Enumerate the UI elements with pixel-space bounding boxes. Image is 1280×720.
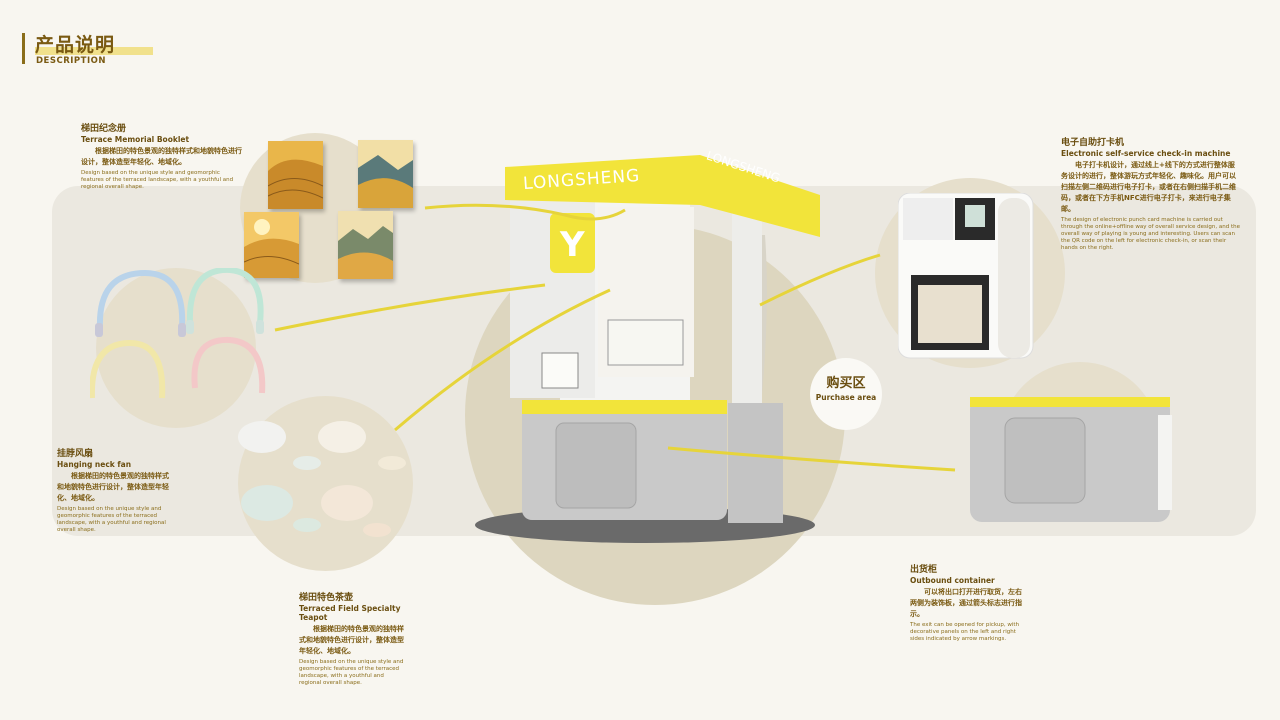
kiosk-illustration [475, 155, 820, 543]
teapot-title-en: Terraced Field Specialty Teapot [299, 604, 401, 622]
outbound-description: 出货柜 Outbound container 可以将出口打开进行取货，左右两侧为… [910, 562, 1026, 643]
checkin-desc-cn: 电子打卡机设计，通过线上+线下的方式进行整体服务设计的进行，整体游玩方式年轻化、… [1061, 161, 1236, 213]
teapot-desc-cn: 根据梯田的特色景观的独特样式和地貌特色进行设计，整体造型年轻化、地域化。 [299, 625, 404, 655]
outbound-desc-en: The exit can be opened for pickup, with … [910, 622, 1020, 642]
purchase-area-en: Purchase area [815, 393, 877, 402]
outbound-title-cn: 出货柜 [910, 565, 938, 575]
purchase-area-cn: 购买区 [826, 376, 866, 391]
kiosk-logo: Y [560, 225, 585, 265]
outbound-desc-cn: 可以将出口打开进行取货，左右两侧为装饰板，通过箭头标志进行指示。 [910, 588, 1022, 618]
outbound-container-illustration [970, 397, 1172, 522]
header-highlight [35, 47, 153, 55]
teapot-desc-en: Design based on the unique style and geo… [299, 659, 404, 686]
booklet-description: 梯田纪念册 Terrace Memorial Booklet 根据梯田的特色景观… [81, 121, 243, 191]
purchase-area-label: 购买区 Purchase area [810, 358, 882, 430]
booklet-painting-4 [338, 211, 393, 279]
fan-title-en: Hanging neck fan [57, 460, 132, 469]
page-title: 产品说明 [35, 34, 116, 56]
fan-desc-cn: 根据梯田的特色景观的独特样式和地貌特色进行设计，整体造型年轻化、地域化。 [57, 472, 169, 502]
booklet-desc-en: Design based on the unique style and geo… [81, 170, 234, 190]
booklet-title-cn: 梯田纪念册 [81, 124, 127, 134]
header-accent-bar [22, 33, 25, 64]
fan-description: 挂脖风扇 Hanging neck fan 根据梯田的特色景观的独特样式和地貌特… [57, 446, 169, 534]
page-subtitle: DESCRIPTION [36, 56, 106, 66]
booklet-painting-2 [358, 140, 413, 208]
booklet-title-en: Terrace Memorial Booklet [81, 135, 190, 144]
teapot-description: 梯田特色茶壶 Terraced Field Specialty Teapot 根… [299, 590, 405, 687]
outbound-title-en: Outbound container [910, 576, 995, 585]
teapot-title-cn: 梯田特色茶壶 [299, 593, 354, 603]
teapot-illustration [238, 421, 406, 537]
checkin-description: 电子自助打卡机 Electronic self-service check-in… [1061, 135, 1241, 252]
checkin-desc-en: The design of electronic punch card mach… [1061, 217, 1241, 251]
checkin-title-en: Electronic self-service check-in machine [1061, 149, 1231, 158]
fan-desc-en: Design based on the unique style and geo… [57, 506, 166, 533]
checkin-machine-illustration [898, 193, 1034, 359]
booklet-desc-cn: 根据梯田的特色景观的独特样式和地貌特色进行设计，整体造型年轻化、地域化。 [81, 147, 242, 166]
fan-title-cn: 挂脖风扇 [57, 449, 94, 459]
checkin-title-cn: 电子自助打卡机 [1061, 138, 1125, 148]
booklet-painting-3 [244, 212, 299, 278]
neck-fan-illustration [90, 268, 266, 399]
booklet-painting-1 [268, 141, 323, 209]
